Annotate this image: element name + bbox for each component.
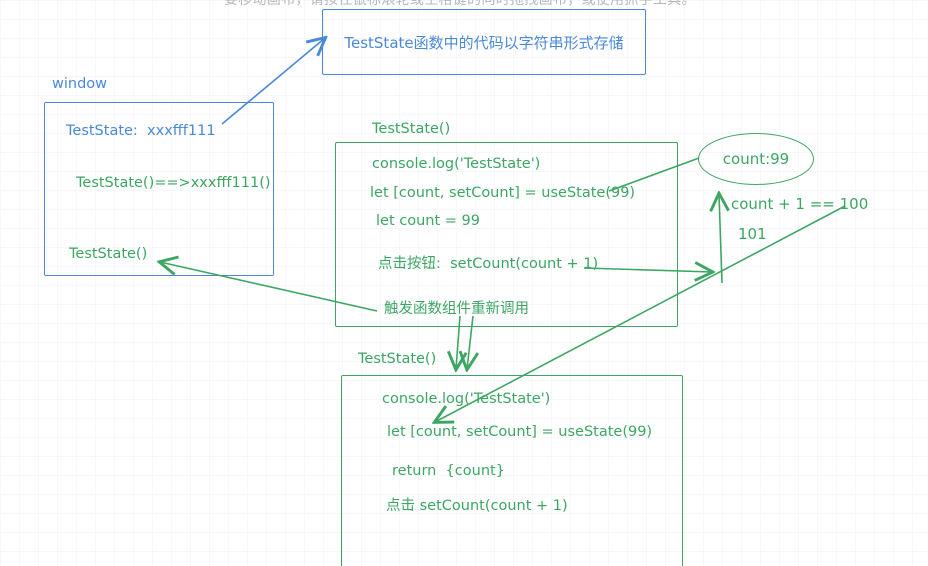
window-box-line-3: TestState() (69, 246, 148, 262)
count-state-text: count:99 (722, 150, 790, 168)
first-render-line-3: let count = 99 (376, 213, 480, 229)
first-render-line-4: 点击按钮: setCount(count + 1) (378, 256, 599, 272)
note-box-text: TestState函数中的代码以字符串形式存储 (344, 33, 624, 52)
next-value-annotation: 101 (738, 225, 767, 243)
second-render-box[interactable]: console.log('TestState') let [count, set… (341, 375, 683, 566)
canvas-pan-hint: 要移动画布，请按住鼠标滚轮或空格键的同时拖拽画布，或使用抓手工具。 (224, 0, 696, 8)
count-state-ellipse[interactable]: count:99 (698, 133, 814, 185)
arrow-count-update-up[interactable] (719, 194, 722, 284)
increment-annotation: count + 1 == 100 (731, 195, 869, 213)
window-box[interactable]: TestState: xxxfff111 TestState()==>xxxff… (44, 102, 274, 276)
second-render-box-label: TestState() (358, 351, 437, 367)
window-box-line-1: TestState: xxxfff111 (66, 123, 216, 139)
first-render-box[interactable]: console.log('TestState') let [count, set… (335, 142, 678, 327)
second-render-line-3: return {count} (392, 463, 505, 479)
first-render-line-1: console.log('TestState') (372, 156, 541, 172)
note-box[interactable]: TestState函数中的代码以字符串形式存储 (322, 9, 646, 75)
second-render-line-4: 点击 setCount(count + 1) (386, 498, 568, 514)
first-render-box-label: TestState() (372, 121, 451, 137)
rerender-trigger-annotation: 触发函数组件重新调用 (384, 301, 529, 317)
window-box-line-2: TestState()==>xxxfff111() (76, 175, 271, 191)
second-render-line-1: console.log('TestState') (382, 391, 551, 407)
second-render-line-2: let [count, setCount] = useState(99) (387, 424, 653, 440)
first-render-line-2: let [count, setCount] = useState(99) (370, 185, 636, 201)
window-box-label: window (52, 76, 108, 92)
